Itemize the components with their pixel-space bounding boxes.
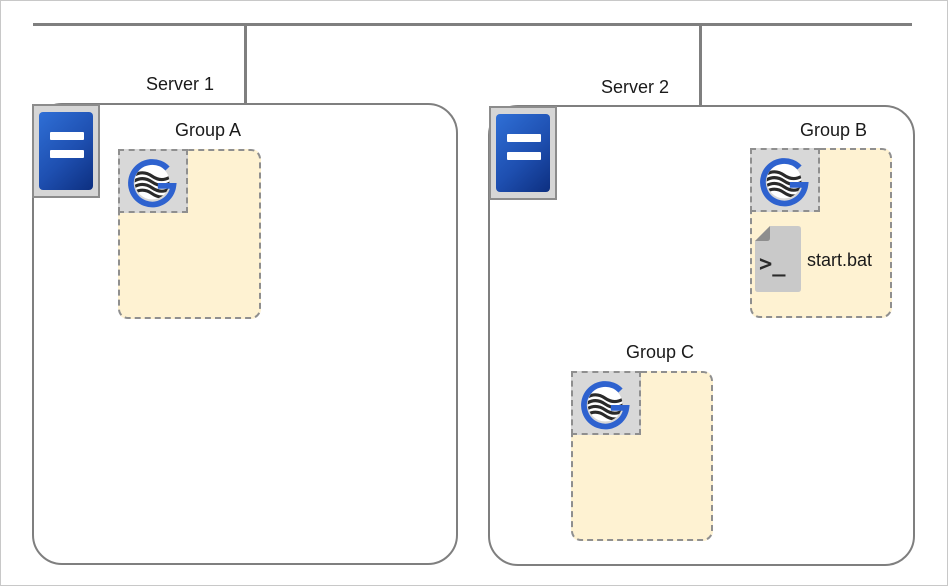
group-c-box: [571, 371, 713, 541]
cluster-g-icon: [750, 148, 820, 212]
network-line: [33, 23, 912, 26]
group-c-label: Group C: [626, 342, 695, 362]
cluster-g-icon: [571, 371, 641, 435]
svg-text:>_: >_: [759, 252, 786, 277]
server-1-label: Server 1: [146, 74, 215, 94]
server-2-label: Server 2: [601, 77, 670, 97]
group-a-label: Group A: [175, 120, 242, 140]
script-icon: >_: [754, 226, 802, 292]
cluster-g-icon: [118, 149, 188, 213]
server-2-connector: [699, 24, 702, 106]
server-1-connector: [244, 24, 247, 104]
group-b-label: Group B: [800, 120, 868, 140]
server-icon: [32, 104, 100, 198]
server-icon: [489, 106, 557, 200]
start-bat-label: start.bat: [807, 250, 873, 270]
